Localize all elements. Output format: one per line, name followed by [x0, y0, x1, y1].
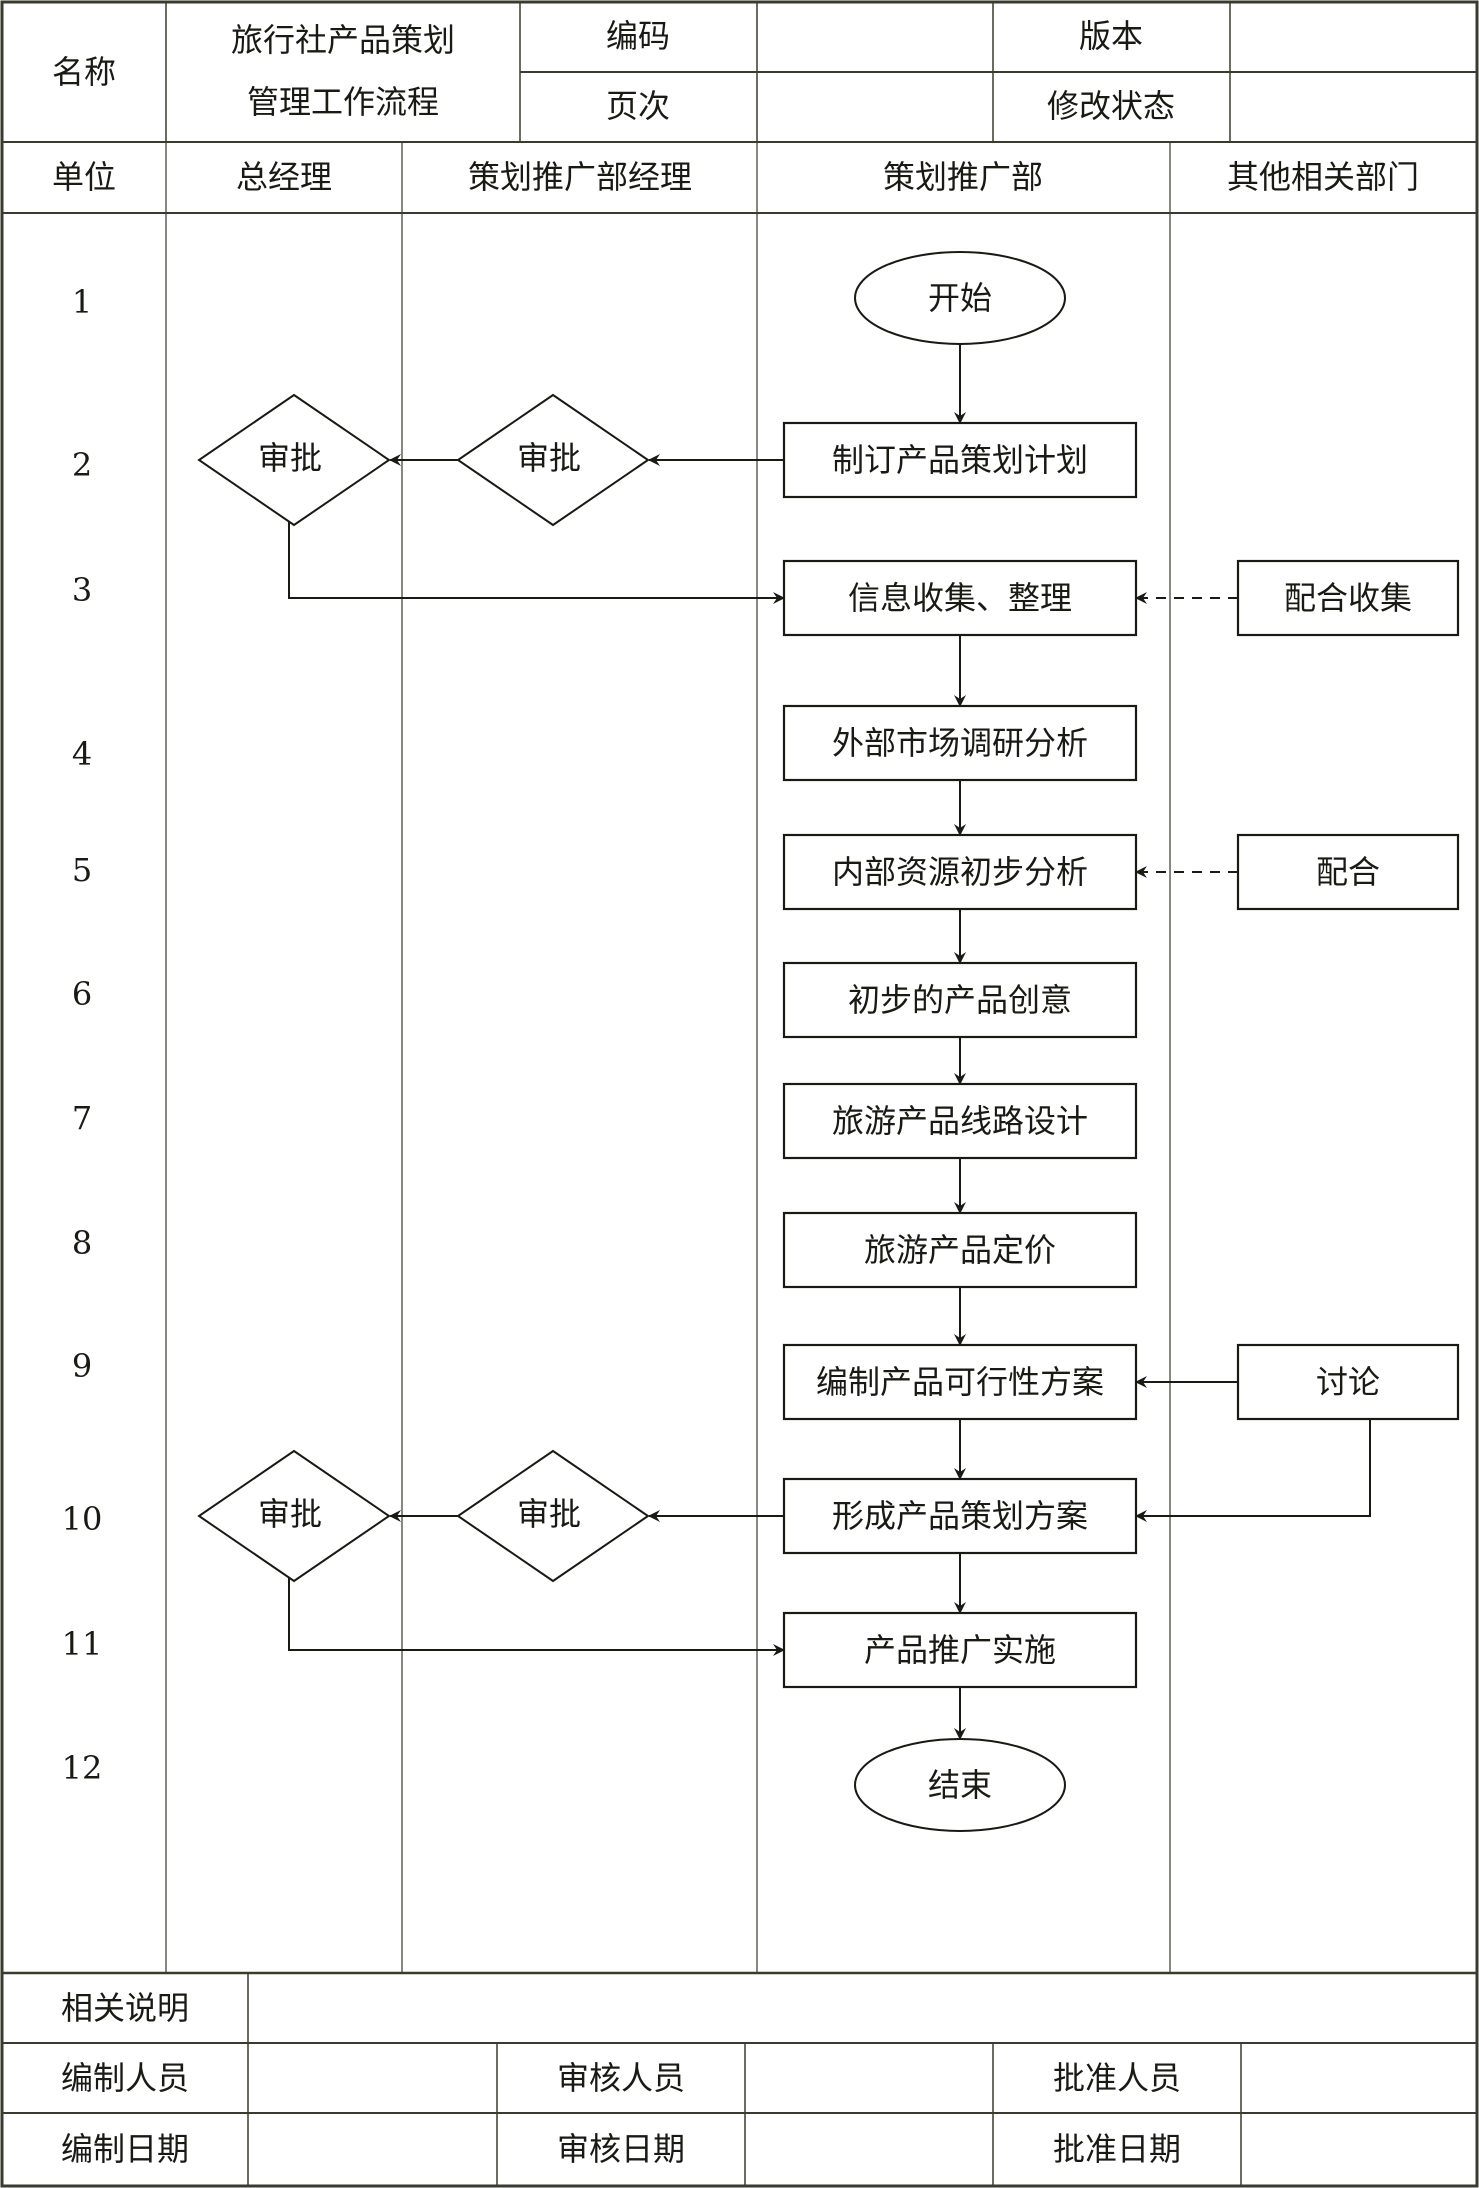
page-label: 页次: [606, 87, 670, 125]
process-step-label: 信息收集、整理: [848, 579, 1072, 617]
decision-label: 审批: [517, 439, 581, 477]
lane-header-general-manager: 总经理: [236, 158, 332, 196]
lane-header-planning-dept: 策划推广部: [883, 158, 1043, 196]
process-step-s3[interactable]: 信息收集、整理: [782, 559, 1138, 637]
process-step-label: 产品推广实施: [864, 1631, 1056, 1669]
support-rect: [1236, 833, 1460, 911]
end-terminator-shape: [854, 1738, 1066, 1832]
support-rect: [1236, 1343, 1460, 1421]
process-step-label: 内部资源初步分析: [832, 853, 1088, 891]
support-box-o3[interactable]: 配合收集: [1236, 559, 1460, 637]
code-label: 编码: [606, 17, 670, 55]
arrow-gm-approval-to-info-collection: [288, 509, 785, 604]
row-number: 2: [72, 446, 92, 484]
process-step-s9[interactable]: 编制产品可行性方案: [782, 1343, 1138, 1421]
revision-label: 修改状态: [1047, 87, 1175, 125]
process-box: [782, 1082, 1138, 1160]
process-box: [782, 1343, 1138, 1421]
row-number: 5: [72, 851, 92, 889]
process-box: [782, 559, 1138, 637]
support-label: 配合收集: [1284, 579, 1412, 617]
process-step-s7[interactable]: 旅游产品线路设计: [782, 1082, 1138, 1160]
decision-label: 审批: [517, 1495, 581, 1533]
process-step-label: 形成产品策划方案: [832, 1497, 1088, 1535]
process-step-label: 制订产品策划计划: [832, 441, 1088, 479]
arrow-gm-approval-to-implementation: [288, 1575, 785, 1656]
version-label: 版本: [1079, 17, 1143, 55]
decision-d2a[interactable]: 审批: [197, 393, 391, 527]
decision-diamond: [197, 393, 391, 527]
start-terminator-shape: [854, 251, 1066, 345]
support-label: 讨论: [1316, 1363, 1380, 1401]
row-number: 10: [62, 1500, 103, 1538]
process-step-s11[interactable]: 产品推广实施: [782, 1611, 1138, 1689]
row-number: 7: [72, 1099, 92, 1137]
process-step-label: 编制产品可行性方案: [816, 1363, 1104, 1401]
support-rect: [1236, 559, 1460, 637]
support-box-o9[interactable]: 讨论: [1236, 1343, 1460, 1421]
decision-label: 审批: [258, 1495, 322, 1533]
start-label: 开始: [928, 279, 992, 317]
approved-date-label: 批准日期: [1053, 2130, 1181, 2168]
decision-diamond: [197, 1449, 391, 1583]
row-number: 9: [72, 1347, 92, 1385]
arrow-discussion-to-plan: [1135, 1419, 1371, 1522]
support-box-o5[interactable]: 配合: [1236, 833, 1460, 911]
prepared-by-label: 编制人员: [61, 2059, 189, 2097]
process-title-line2: 管理工作流程: [247, 83, 439, 121]
decision-label: 审批: [258, 439, 322, 477]
decision-d10a[interactable]: 审批: [197, 1449, 391, 1583]
row-number: 12: [62, 1749, 103, 1787]
process-step-s5[interactable]: 内部资源初步分析: [782, 833, 1138, 911]
process-step-label: 旅游产品线路设计: [832, 1102, 1088, 1140]
process-box: [782, 1611, 1138, 1689]
process-step-s4[interactable]: 外部市场调研分析: [782, 704, 1138, 782]
connectors: [288, 344, 1371, 1740]
row-number: 6: [72, 975, 92, 1013]
process-step-label: 初步的产品创意: [848, 981, 1072, 1019]
row-number: 4: [72, 735, 92, 773]
lane-header-planning-manager: 策划推广部经理: [468, 158, 692, 196]
row-number: 8: [72, 1224, 92, 1262]
name-label: 名称: [52, 53, 116, 91]
decision-diamond: [456, 393, 650, 527]
process-box: [782, 1211, 1138, 1289]
process-box: [782, 421, 1138, 499]
decision-d2b[interactable]: 审批: [456, 393, 650, 527]
process-box: [782, 704, 1138, 782]
reviewed-date-label: 审核日期: [557, 2130, 685, 2168]
decision-diamond: [456, 1449, 650, 1583]
process-step-s6[interactable]: 初步的产品创意: [782, 961, 1138, 1039]
process-box: [782, 833, 1138, 911]
process-step-s8[interactable]: 旅游产品定价: [782, 1211, 1138, 1289]
prepared-date-label: 编制日期: [61, 2130, 189, 2168]
end-label: 结束: [928, 1766, 992, 1804]
approved-by-label: 批准人员: [1053, 2059, 1181, 2097]
row-number: 1: [72, 283, 92, 321]
row-number: 11: [62, 1625, 103, 1663]
process-step-label: 旅游产品定价: [864, 1231, 1056, 1269]
process-step-label: 外部市场调研分析: [832, 724, 1088, 762]
unit-label: 单位: [52, 158, 116, 196]
lane-header-other-depts: 其他相关部门: [1227, 158, 1419, 196]
process-title-line1: 旅行社产品策划: [231, 21, 455, 59]
reviewed-by-label: 审核人员: [557, 2059, 685, 2097]
process-box: [782, 1477, 1138, 1555]
process-step-s10[interactable]: 形成产品策划方案: [782, 1477, 1138, 1555]
start-node[interactable]: 开始: [854, 251, 1066, 345]
row-number: 3: [72, 571, 92, 609]
end-node[interactable]: 结束: [854, 1738, 1066, 1832]
notes-label: 相关说明: [61, 1989, 189, 2027]
decision-d10b[interactable]: 审批: [456, 1449, 650, 1583]
process-step-s2[interactable]: 制订产品策划计划: [782, 421, 1138, 499]
process-box: [782, 961, 1138, 1039]
support-label: 配合: [1316, 853, 1380, 891]
